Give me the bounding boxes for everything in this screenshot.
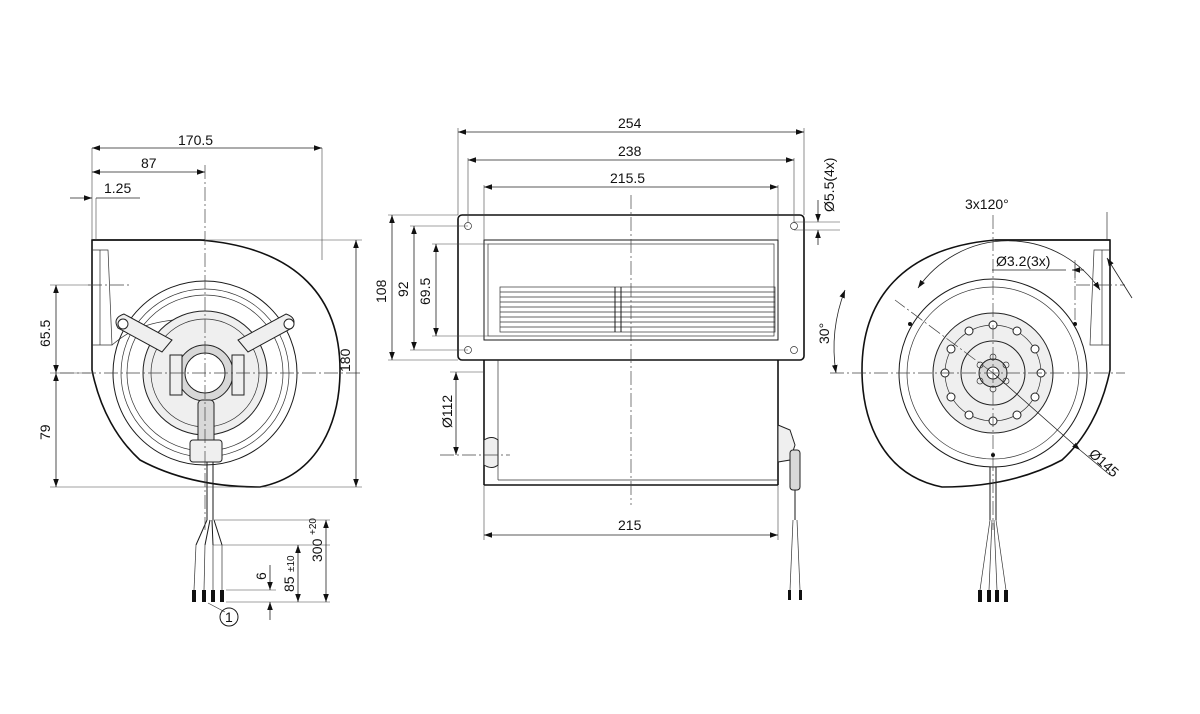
dim-hole-height: 92	[395, 281, 411, 297]
dim-flange-width: 254	[618, 115, 642, 131]
dim-opening-height: 69.5	[417, 278, 433, 305]
dim-opening-width: 215.5	[610, 170, 645, 186]
dim-hole-diameter: Ø5.5(4x)	[821, 158, 837, 212]
dim-start-angle: 30°	[816, 323, 832, 344]
dim-total-height: 180	[337, 348, 353, 372]
dim-flange-height: 108	[373, 279, 389, 303]
rear-view: 3x120° Ø3.2(3x) 30° Ø145	[816, 196, 1133, 602]
dim-strip-length: 85	[281, 576, 297, 592]
dim-width-total: 170.5	[178, 132, 213, 148]
dim-to-center: 87	[141, 155, 157, 171]
dim-offset: 1.25	[104, 180, 131, 196]
dim-cable-length-tol: +20	[308, 518, 319, 535]
dim-strip-end: 6	[253, 572, 269, 580]
dim-upper-height: 65.5	[37, 320, 53, 347]
dim-small-hole-diameter: Ø3.2(3x)	[996, 253, 1050, 269]
dim-lower-height: 79	[37, 424, 53, 440]
dim-housing-width: 215	[618, 517, 642, 533]
dim-strip-length-tol: ±10	[286, 555, 297, 572]
front-view: 170.5 87 1.25 65.5 79 180 300 +20 85 ±10	[37, 132, 362, 627]
callout-circle	[219, 607, 239, 627]
callout-number: 1	[225, 609, 233, 625]
dim-hole-spacing: 238	[618, 143, 642, 159]
side-view: 254 238 215.5 Ø5.5(4x) 108 92 69.5	[373, 115, 840, 600]
dim-bolt-circle: Ø145	[1086, 445, 1122, 480]
dim-angle-pattern: 3x120°	[965, 196, 1009, 212]
dim-impeller-diameter: Ø112	[439, 395, 455, 428]
dim-cable-length: 300	[309, 538, 325, 562]
